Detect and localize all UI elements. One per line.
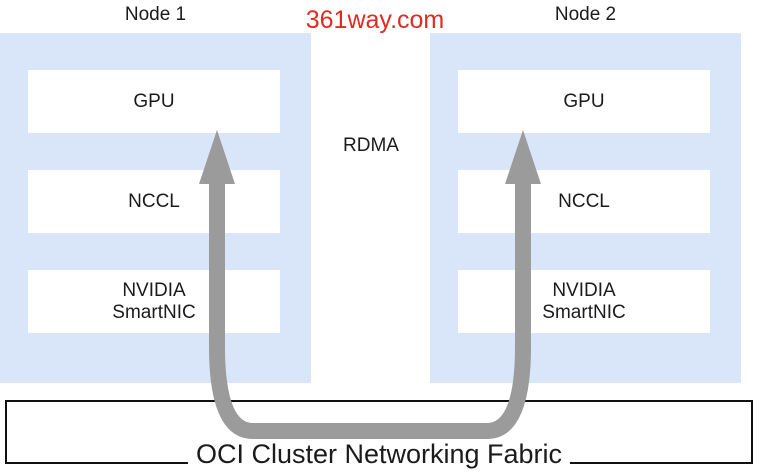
node2-smartnic-box: NVIDIA SmartNIC — [458, 270, 710, 333]
node2-panel: GPU NCCL NVIDIA SmartNIC — [430, 33, 741, 383]
node2-gpu-box: GPU — [458, 70, 710, 133]
node1-nccl-label: NCCL — [128, 190, 180, 212]
node2-title: Node 2 — [554, 4, 617, 25]
node1-smartnic-label-line1: NVIDIA — [122, 279, 186, 301]
node2-smartnic-label-line1: NVIDIA — [552, 279, 616, 301]
node1-gpu-box: GPU — [28, 70, 280, 133]
node1-gpu-label: GPU — [133, 90, 175, 112]
node2-smartnic-label-line2: SmartNIC — [542, 301, 626, 323]
fabric-label: OCI Cluster Networking Fabric — [187, 439, 571, 470]
node1-smartnic-box: NVIDIA SmartNIC — [28, 270, 280, 333]
node1-smartnic-label-line2: SmartNIC — [112, 301, 196, 323]
node1-nccl-box: NCCL — [28, 170, 280, 233]
node2-nccl-box: NCCL — [458, 170, 710, 233]
node2-gpu-label: GPU — [563, 90, 605, 112]
fabric-box: OCI Cluster Networking Fabric — [5, 400, 753, 470]
rdma-label: RDMA — [343, 135, 399, 156]
node2-nccl-label: NCCL — [558, 190, 610, 212]
watermark-text: 361way.com — [305, 6, 445, 34]
node1-title: Node 1 — [124, 4, 187, 25]
node1-panel: GPU NCCL NVIDIA SmartNIC — [0, 33, 311, 383]
